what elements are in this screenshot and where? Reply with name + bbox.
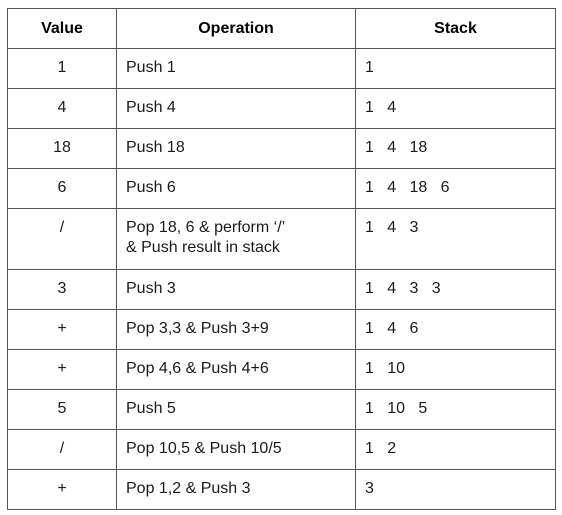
cell-value: + (7, 349, 117, 390)
cell-stack: 1 4 18 6 (355, 168, 556, 209)
cell-operation: Pop 4,6 & Push 4+6 (116, 349, 356, 390)
header-stack: Stack (355, 8, 556, 49)
table-row: 6 Push 6 1 4 18 6 (7, 168, 556, 209)
stack-evaluation-table-container: Value Operation Stack 1 Push 1 1 4 Push … (7, 8, 556, 510)
cell-operation: Pop 3,3 & Push 3+9 (116, 309, 356, 350)
table-row: / Pop 10,5 & Push 10/5 1 2 (7, 429, 556, 470)
cell-stack: 1 10 (355, 349, 556, 390)
cell-operation: Push 3 (116, 269, 356, 310)
cell-operation: Pop 10,5 & Push 10/5 (116, 429, 356, 470)
cell-value: 6 (7, 168, 117, 209)
cell-operation: Push 6 (116, 168, 356, 209)
cell-stack: 1 4 6 (355, 309, 556, 350)
cell-stack: 3 (355, 469, 556, 510)
header-value: Value (7, 8, 117, 49)
cell-stack: 1 4 3 (355, 208, 556, 270)
cell-value: / (7, 429, 117, 470)
cell-value: 3 (7, 269, 117, 310)
table-row: 4 Push 4 1 4 (7, 88, 556, 129)
table-row: + Pop 3,3 & Push 3+9 1 4 6 (7, 309, 556, 350)
table-row: 1 Push 1 1 (7, 48, 556, 89)
cell-operation: Push 18 (116, 128, 356, 169)
table-row: 5 Push 5 1 10 5 (7, 389, 556, 430)
cell-operation: Push 4 (116, 88, 356, 129)
cell-value: / (7, 208, 117, 270)
cell-value: 5 (7, 389, 117, 430)
cell-value: 1 (7, 48, 117, 89)
cell-value: + (7, 469, 117, 510)
cell-stack: 1 4 (355, 88, 556, 129)
table-header-row: Value Operation Stack (7, 8, 556, 49)
cell-stack: 1 2 (355, 429, 556, 470)
header-operation: Operation (116, 8, 356, 49)
table-row: / Pop 18, 6 & perform ‘/’ & Push result … (7, 208, 556, 270)
cell-operation: Pop 18, 6 & perform ‘/’ & Push result in… (116, 208, 356, 270)
cell-stack: 1 (355, 48, 556, 89)
cell-value: 4 (7, 88, 117, 129)
cell-operation: Pop 1,2 & Push 3 (116, 469, 356, 510)
stack-evaluation-table: Value Operation Stack 1 Push 1 1 4 Push … (7, 8, 556, 510)
cell-operation: Push 1 (116, 48, 356, 89)
table-row: 3 Push 3 1 4 3 3 (7, 269, 556, 310)
cell-stack: 1 4 3 3 (355, 269, 556, 310)
cell-stack: 1 10 5 (355, 389, 556, 430)
table-row: 18 Push 18 1 4 18 (7, 128, 556, 169)
table-row: + Pop 1,2 & Push 3 3 (7, 469, 556, 510)
cell-stack: 1 4 18 (355, 128, 556, 169)
cell-value: 18 (7, 128, 117, 169)
cell-operation: Push 5 (116, 389, 356, 430)
cell-value: + (7, 309, 117, 350)
table-row: + Pop 4,6 & Push 4+6 1 10 (7, 349, 556, 390)
